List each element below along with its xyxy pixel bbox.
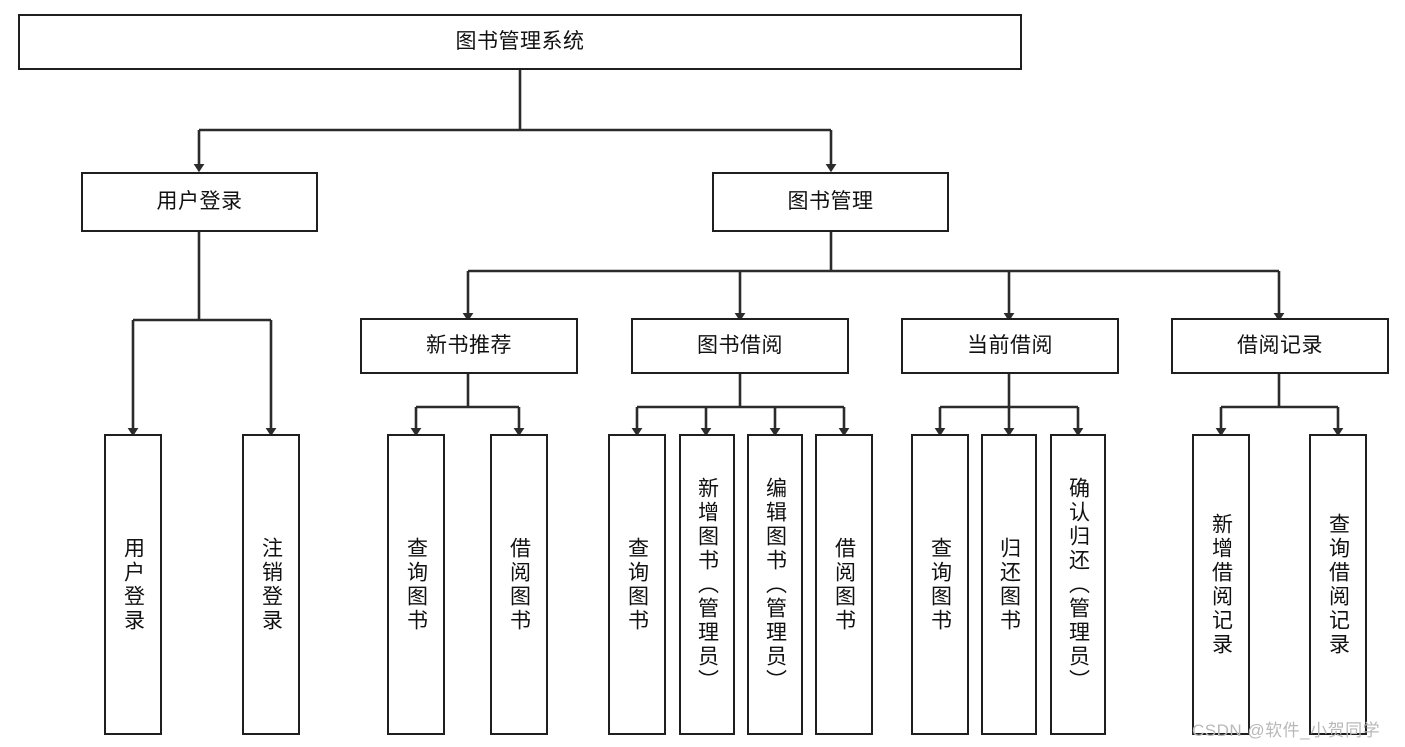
node-borrow-record[interactable]: 借阅记录 bbox=[1171, 318, 1389, 374]
leaf-current-confirm-return-admin[interactable]: 确认归还（管理员） bbox=[1050, 434, 1106, 735]
leaf-user-login-logout[interactable]: 注销登录 bbox=[242, 434, 300, 735]
node-user-login[interactable]: 用户登录 bbox=[81, 172, 318, 232]
leaf-record-query-record[interactable]: 查询借阅记录 bbox=[1309, 434, 1367, 735]
leaf-current-query-book[interactable]: 查询图书 bbox=[911, 434, 969, 735]
node-label: 查询图书 bbox=[625, 536, 649, 633]
node-label: 查询图书 bbox=[928, 536, 952, 633]
node-root-system[interactable]: 图书管理系统 bbox=[18, 14, 1022, 70]
node-label: 确认归还（管理员） bbox=[1066, 476, 1090, 693]
node-label: 新书推荐 bbox=[426, 334, 512, 358]
node-label: 当前借阅 bbox=[967, 334, 1053, 358]
node-label: 编辑图书（管理员） bbox=[763, 476, 787, 693]
node-book-management[interactable]: 图书管理 bbox=[712, 172, 949, 232]
node-label: 图书管理系统 bbox=[455, 30, 585, 54]
node-label: 注销登录 bbox=[259, 536, 283, 633]
node-label: 图书借阅 bbox=[697, 334, 783, 358]
node-label: 新增图书（管理员） bbox=[695, 476, 719, 693]
leaf-recommend-query-book[interactable]: 查询图书 bbox=[387, 434, 445, 735]
node-label: 新增借阅记录 bbox=[1209, 512, 1233, 657]
node-label: 用户登录 bbox=[121, 536, 145, 633]
node-new-book-recommend[interactable]: 新书推荐 bbox=[360, 318, 578, 374]
leaf-user-login-login[interactable]: 用户登录 bbox=[104, 434, 162, 735]
leaf-borrow-add-book-admin[interactable]: 新增图书（管理员） bbox=[679, 434, 735, 735]
leaf-record-add-record[interactable]: 新增借阅记录 bbox=[1192, 434, 1250, 735]
node-label: 借阅记录 bbox=[1237, 334, 1323, 358]
leaf-borrow-borrow-book[interactable]: 借阅图书 bbox=[815, 434, 873, 735]
node-label: 借阅图书 bbox=[507, 536, 531, 633]
node-label: 图书管理 bbox=[787, 190, 874, 214]
node-label: 查询借阅记录 bbox=[1326, 512, 1350, 657]
node-label: 用户登录 bbox=[156, 190, 243, 214]
leaf-recommend-borrow-book[interactable]: 借阅图书 bbox=[490, 434, 548, 735]
node-label: 借阅图书 bbox=[832, 536, 856, 633]
node-book-borrow[interactable]: 图书借阅 bbox=[631, 318, 849, 374]
leaf-borrow-query-book[interactable]: 查询图书 bbox=[608, 434, 666, 735]
node-label: 归还图书 bbox=[997, 536, 1021, 633]
leaf-borrow-edit-book-admin[interactable]: 编辑图书（管理员） bbox=[747, 434, 803, 735]
node-label: 查询图书 bbox=[404, 536, 428, 633]
node-current-borrow[interactable]: 当前借阅 bbox=[901, 318, 1119, 374]
leaf-current-return-book[interactable]: 归还图书 bbox=[981, 434, 1037, 735]
